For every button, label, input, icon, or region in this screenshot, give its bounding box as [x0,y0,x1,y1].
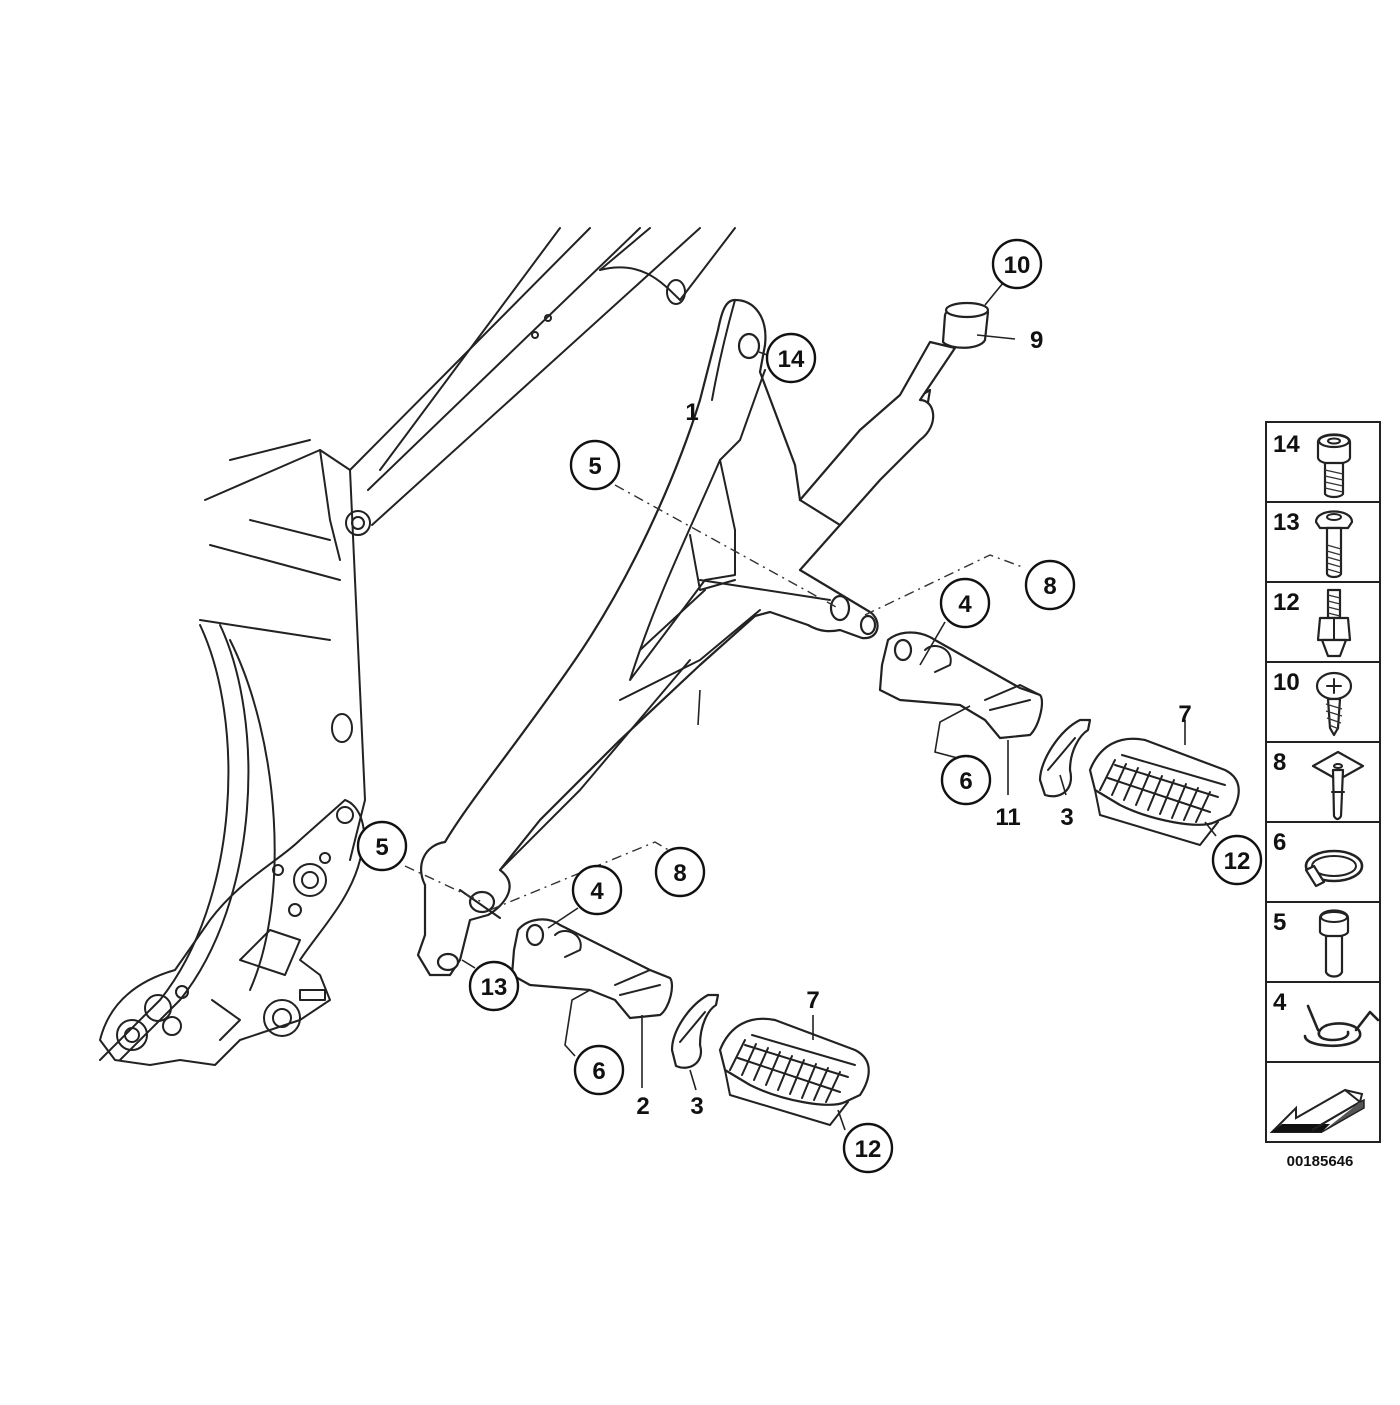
svg-text:13: 13 [1273,509,1300,536]
callout-12-upper: 12 [1211,834,1263,886]
svg-text:4: 4 [1273,989,1287,1016]
label-3-upper: 3 [1060,804,1073,831]
label-11: 11 [995,804,1020,831]
label-7-lower: 7 [806,987,819,1014]
svg-text:4: 4 [958,591,972,618]
pan-head-screw-icon [1314,510,1354,579]
svg-text:10: 10 [1004,252,1031,279]
svg-text:14: 14 [1273,431,1300,458]
callout-14: 14 [765,332,817,384]
svg-text:5: 5 [1273,909,1286,936]
svg-text:8: 8 [673,860,686,887]
callout-5-upper: 5 [569,439,621,491]
socket-head-screw-icon [1316,433,1352,499]
label-9: 9 [1030,327,1043,354]
legend-row-4: 4 [1273,989,1380,1048]
heel-guard [798,301,990,527]
svg-text:6: 6 [959,768,972,795]
svg-text:12: 12 [1224,848,1251,875]
svg-text:14: 14 [778,346,805,373]
hardware-legend: 14 13 12 [1265,421,1381,1143]
pin-bolt-icon [1318,909,1350,978]
upper-footpeg-assembly [878,631,1240,846]
legend-row-6: 6 [1273,829,1364,888]
stud-bolt-icon [1316,588,1352,658]
label-1: 1 [685,399,698,426]
svg-text:10: 10 [1273,669,1300,696]
legend-row-14: 14 [1273,431,1352,499]
legend-row-12: 12 [1273,588,1352,658]
callout-10: 10 [991,238,1043,290]
callout-5-lower: 5 [356,820,408,872]
direction-arrow-icon [1269,1088,1365,1133]
callout-6-lower: 6 [573,1044,625,1096]
tapping-screw-icon [1315,671,1353,737]
legend-row-13: 13 [1273,509,1354,579]
label-7-upper: 7 [1178,701,1191,728]
legend-row-5: 5 [1273,909,1350,978]
callout-6-upper: 6 [940,754,992,806]
label-3-lower: 3 [690,1093,703,1120]
leader-lines [404,282,1217,1131]
motorcycle-frame [99,227,736,1066]
callout-8-lower: 8 [654,846,706,898]
svg-text:4: 4 [590,878,604,905]
svg-text:12: 12 [855,1136,882,1163]
torsion-spring-icon [1303,1004,1380,1048]
callout-4-upper: 4 [939,577,991,629]
svg-text:5: 5 [588,453,601,480]
svg-text:6: 6 [592,1058,605,1085]
plain-labels: 9 1 11 3 7 2 3 7 [636,327,1191,1120]
legend-row-arrow [1269,1088,1365,1133]
svg-text:5: 5 [375,834,388,861]
legend-row-10: 10 [1273,669,1353,737]
catalog-number: 00185646 [1287,1153,1354,1170]
callout-4-lower: 4 [571,864,623,916]
circlip-icon [1304,849,1364,888]
legend-row-8: 8 [1273,749,1365,821]
svg-text:13: 13 [481,974,508,1001]
callout-13: 13 [468,960,520,1012]
callout-8-upper: 8 [1024,559,1076,611]
label-2: 2 [636,1093,649,1120]
callout-12-lower: 12 [842,1122,894,1174]
svg-text:6: 6 [1273,829,1286,856]
lower-footpeg-assembly [510,918,870,1126]
svg-text:8: 8 [1043,573,1056,600]
svg-text:12: 12 [1273,589,1300,616]
clip-pin-icon [1311,750,1365,821]
svg-text:8: 8 [1273,749,1286,776]
